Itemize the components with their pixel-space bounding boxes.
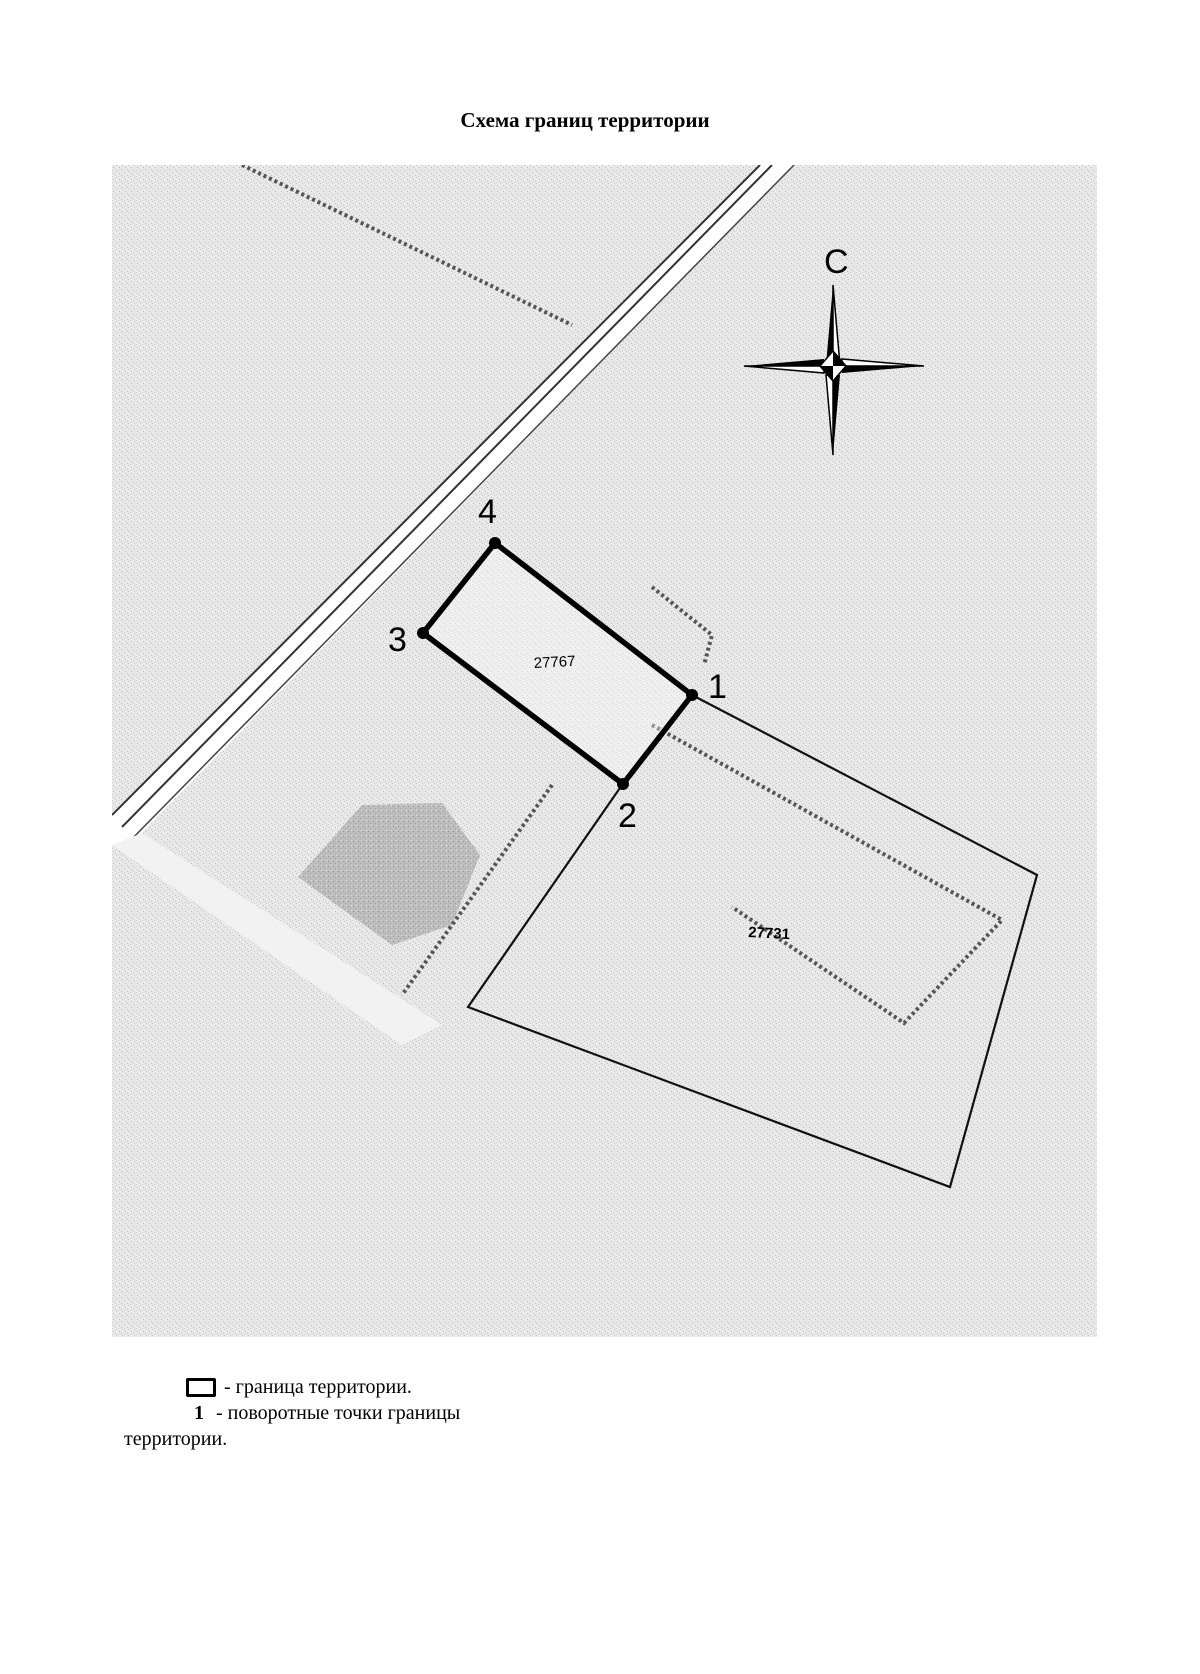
legend-point-row: 1- поворотные точки границы территории. [124,1400,544,1452]
legend: - граница территории. 1- поворотные точк… [124,1374,544,1452]
north-arrow-icon: С [743,243,925,456]
page-title: Схема границ территории [460,108,710,132]
vegetation-patch [298,803,480,945]
parcel-label-27767: 27767 [533,653,576,672]
turn-point-2 [617,778,629,790]
turn-point-1 [686,689,698,701]
legend-boundary-swatch [186,1377,216,1397]
road [112,165,795,850]
side-street [112,833,442,1045]
turn-point-3 [417,627,429,639]
turn-point-label-4: 4 [478,493,497,531]
legend-boundary-text: - граница территории. [224,1376,412,1398]
parcel-label-27731: 27731 [748,924,791,943]
legend-point-symbol: 1 [194,1402,204,1424]
legend-point-text: - поворотные точки границы территории. [124,1402,461,1450]
turn-point-label-3: 3 [388,621,407,659]
turn-point-4 [489,537,501,549]
legend-boundary-row: - граница территории. [124,1374,544,1400]
turn-point-markers [417,537,698,790]
turn-point-label-2: 2 [618,797,637,835]
dotted-lines [241,165,1006,1026]
map-scheme: 1 2 3 4 27767 27731 С [112,165,1097,1337]
north-label: С [824,243,849,281]
turn-point-label-1: 1 [708,668,727,706]
map-background [112,165,1097,1337]
